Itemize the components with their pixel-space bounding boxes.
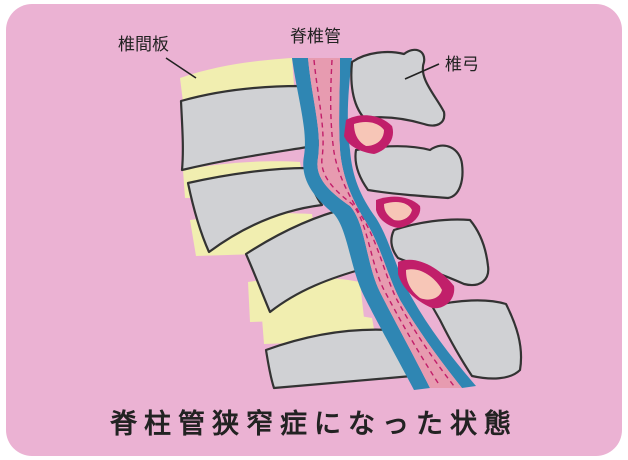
diagram-caption: 脊柱管狭窄症になった状態 bbox=[0, 402, 628, 441]
disc-leader-line bbox=[166, 58, 196, 78]
arch-label: 椎弓 bbox=[445, 50, 479, 75]
canal-label: 脊椎管 bbox=[290, 22, 341, 47]
disc-label: 椎間板 bbox=[118, 30, 169, 55]
vertebral-arch bbox=[351, 50, 444, 126]
